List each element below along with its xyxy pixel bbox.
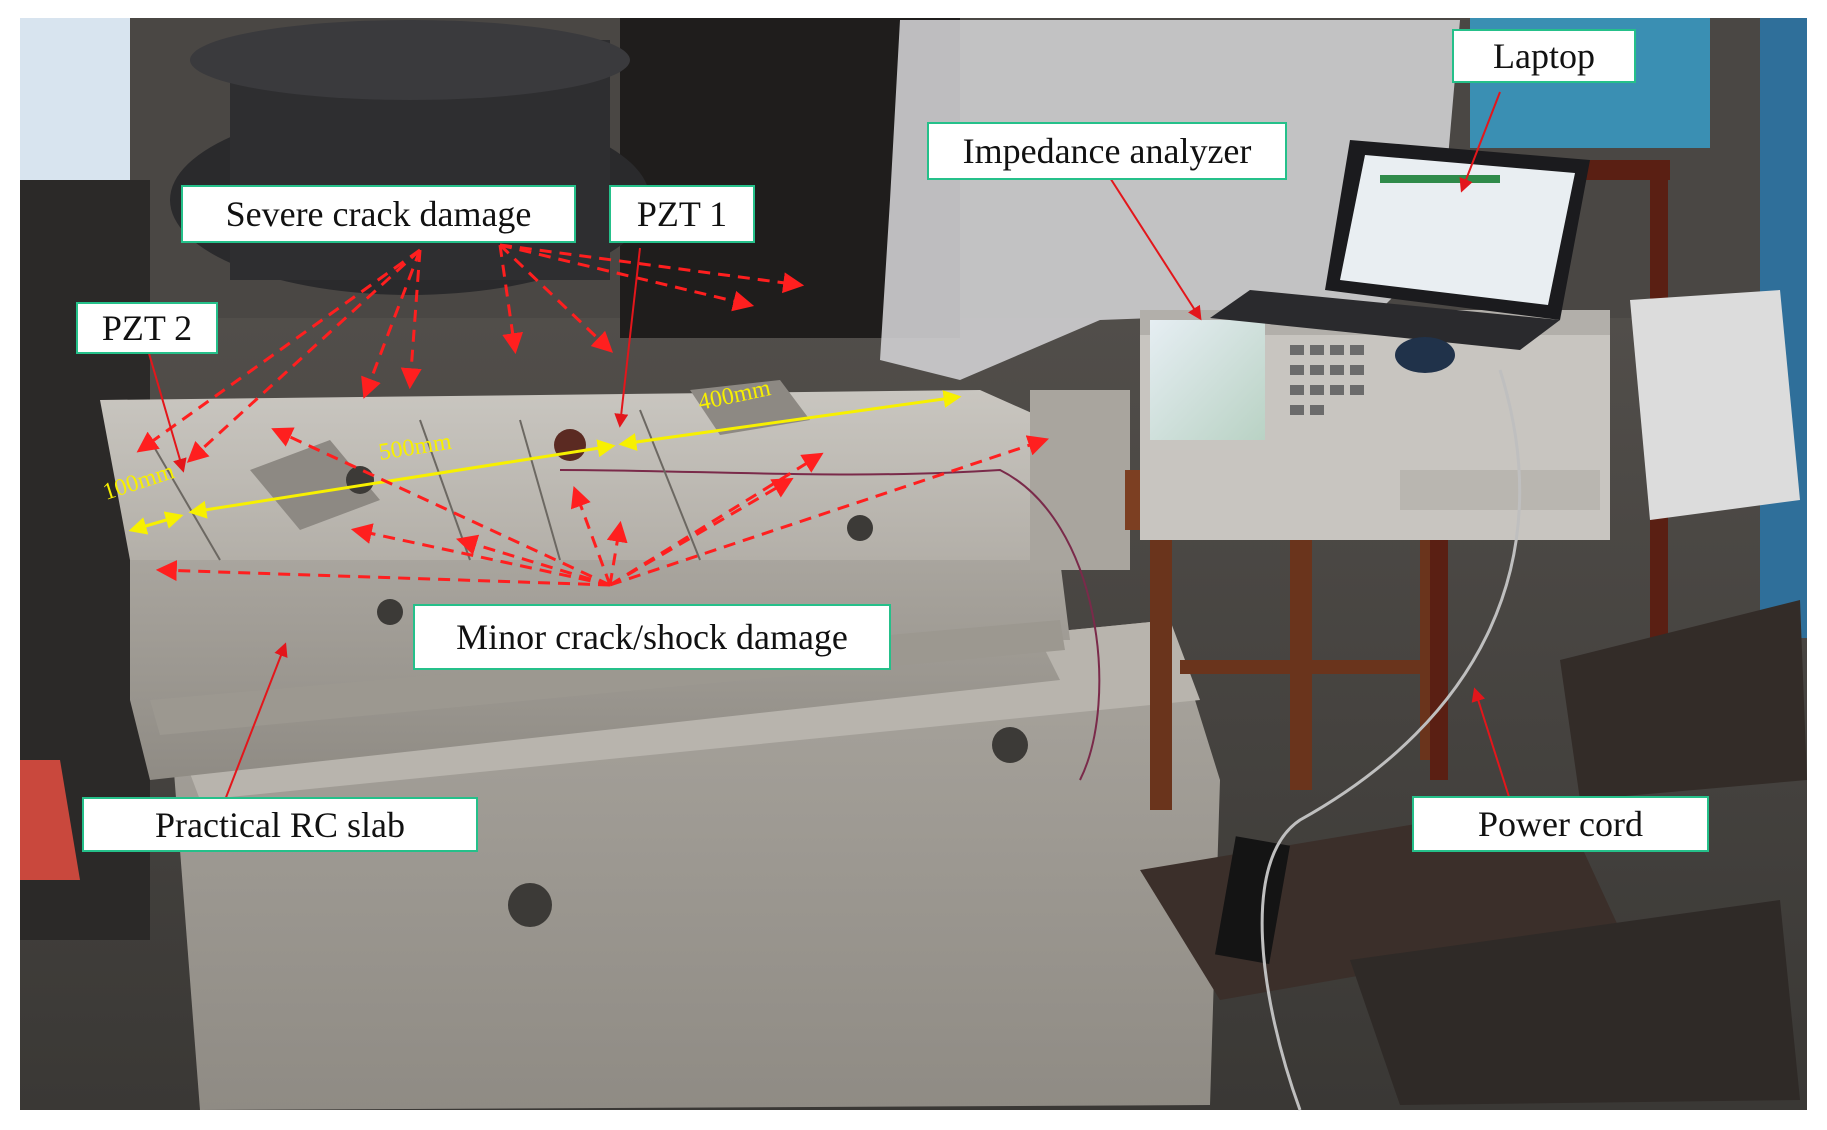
label-severe-crack-damage: Severe crack damage (181, 185, 576, 243)
mouse (1395, 337, 1455, 373)
minor-crack-arrows (155, 427, 1049, 587)
label-power-cord: Power cord (1412, 796, 1709, 852)
pointer-power-cord (1471, 687, 1511, 801)
power-adapter (1214, 836, 1290, 964)
dim-line-100 (128, 511, 184, 535)
label-pzt1: PZT 1 (609, 185, 755, 243)
slab-hole (508, 883, 552, 927)
dimension-lines (128, 390, 962, 535)
label-pzt2: PZT 2 (76, 302, 218, 354)
dim-line-400 (618, 390, 962, 451)
label-impedance-analyzer: Impedance analyzer (927, 122, 1287, 180)
pointer-arrows (147, 91, 1511, 801)
label-practical-rc-slab: Practical RC slab (82, 797, 478, 852)
upper-slab-top (100, 390, 1070, 560)
dim-line-500 (188, 439, 616, 519)
analyzer-screen (1150, 320, 1265, 440)
pointer-rc-slab (224, 642, 288, 801)
pointer-pzt1 (614, 247, 641, 428)
concrete-block (1030, 390, 1130, 570)
white-bag (1630, 290, 1800, 520)
traffic-cone (20, 760, 80, 880)
plastic-wrap (880, 20, 1460, 380)
analyzer-buttons (1290, 345, 1364, 415)
sensor-cables (559, 468, 1101, 781)
pointer-impedance (1104, 169, 1202, 321)
severe-crack-arrows (136, 243, 805, 463)
laptop-base (1210, 290, 1560, 350)
label-laptop: Laptop (1452, 29, 1636, 83)
pointer-pzt2 (147, 349, 187, 473)
label-minor-crack-shock-damage: Minor crack/shock damage (413, 604, 891, 670)
pointer-laptop (1459, 91, 1501, 193)
